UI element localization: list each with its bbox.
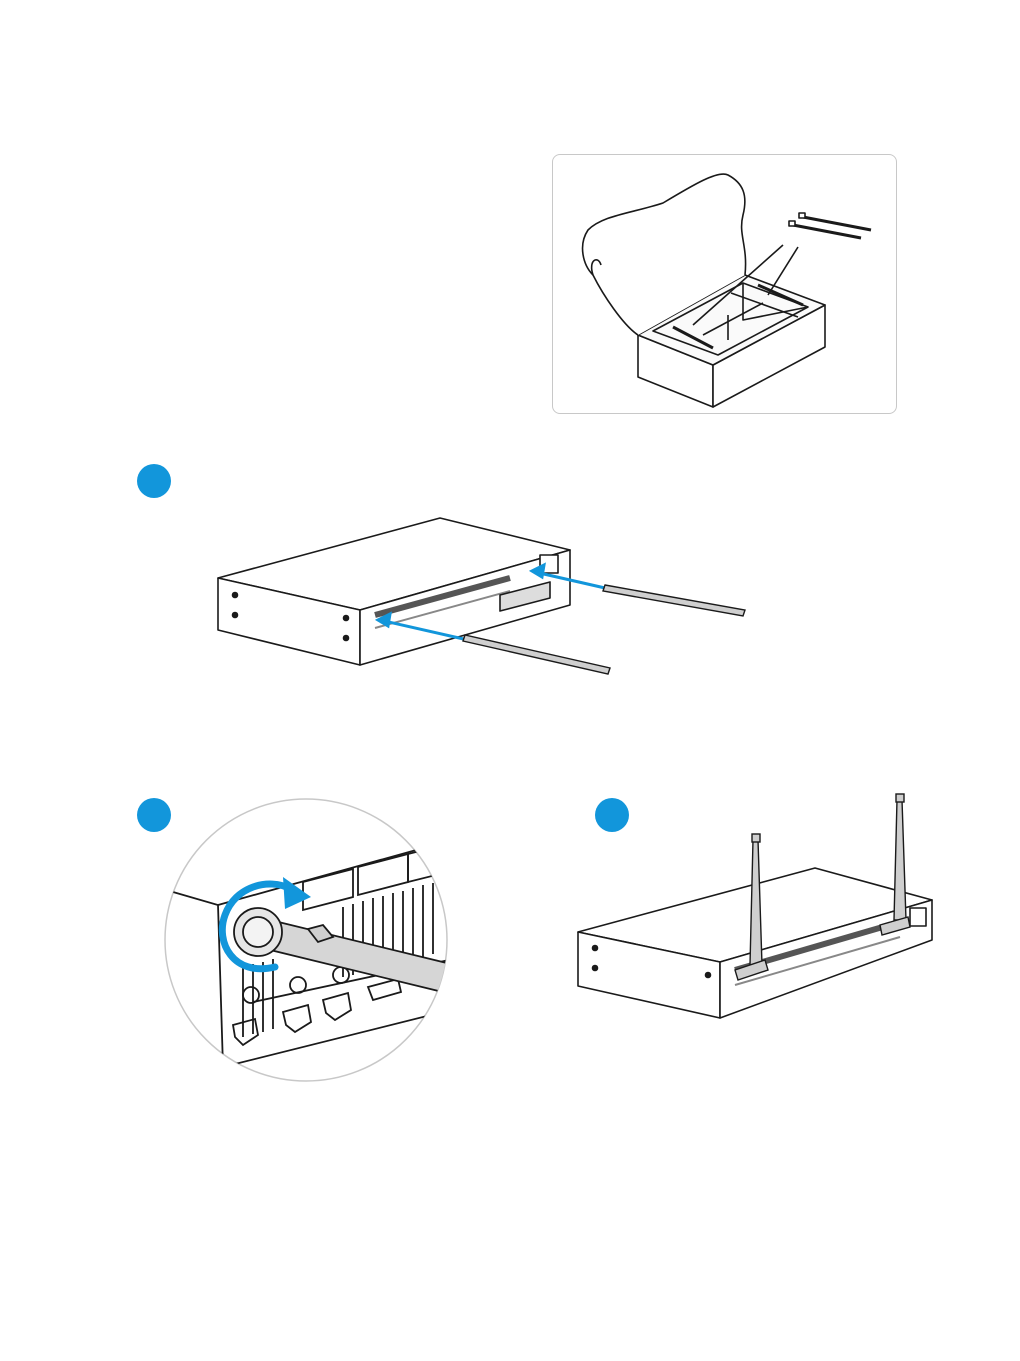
box-contents-panel bbox=[552, 154, 897, 414]
antennas-in-box-illustration bbox=[553, 155, 897, 414]
tighten-antenna-detail-illustration bbox=[163, 797, 449, 1083]
antennas-upright-illustration bbox=[570, 790, 940, 1030]
attach-antennas-illustration bbox=[210, 510, 770, 690]
step-1-marker bbox=[137, 464, 171, 498]
